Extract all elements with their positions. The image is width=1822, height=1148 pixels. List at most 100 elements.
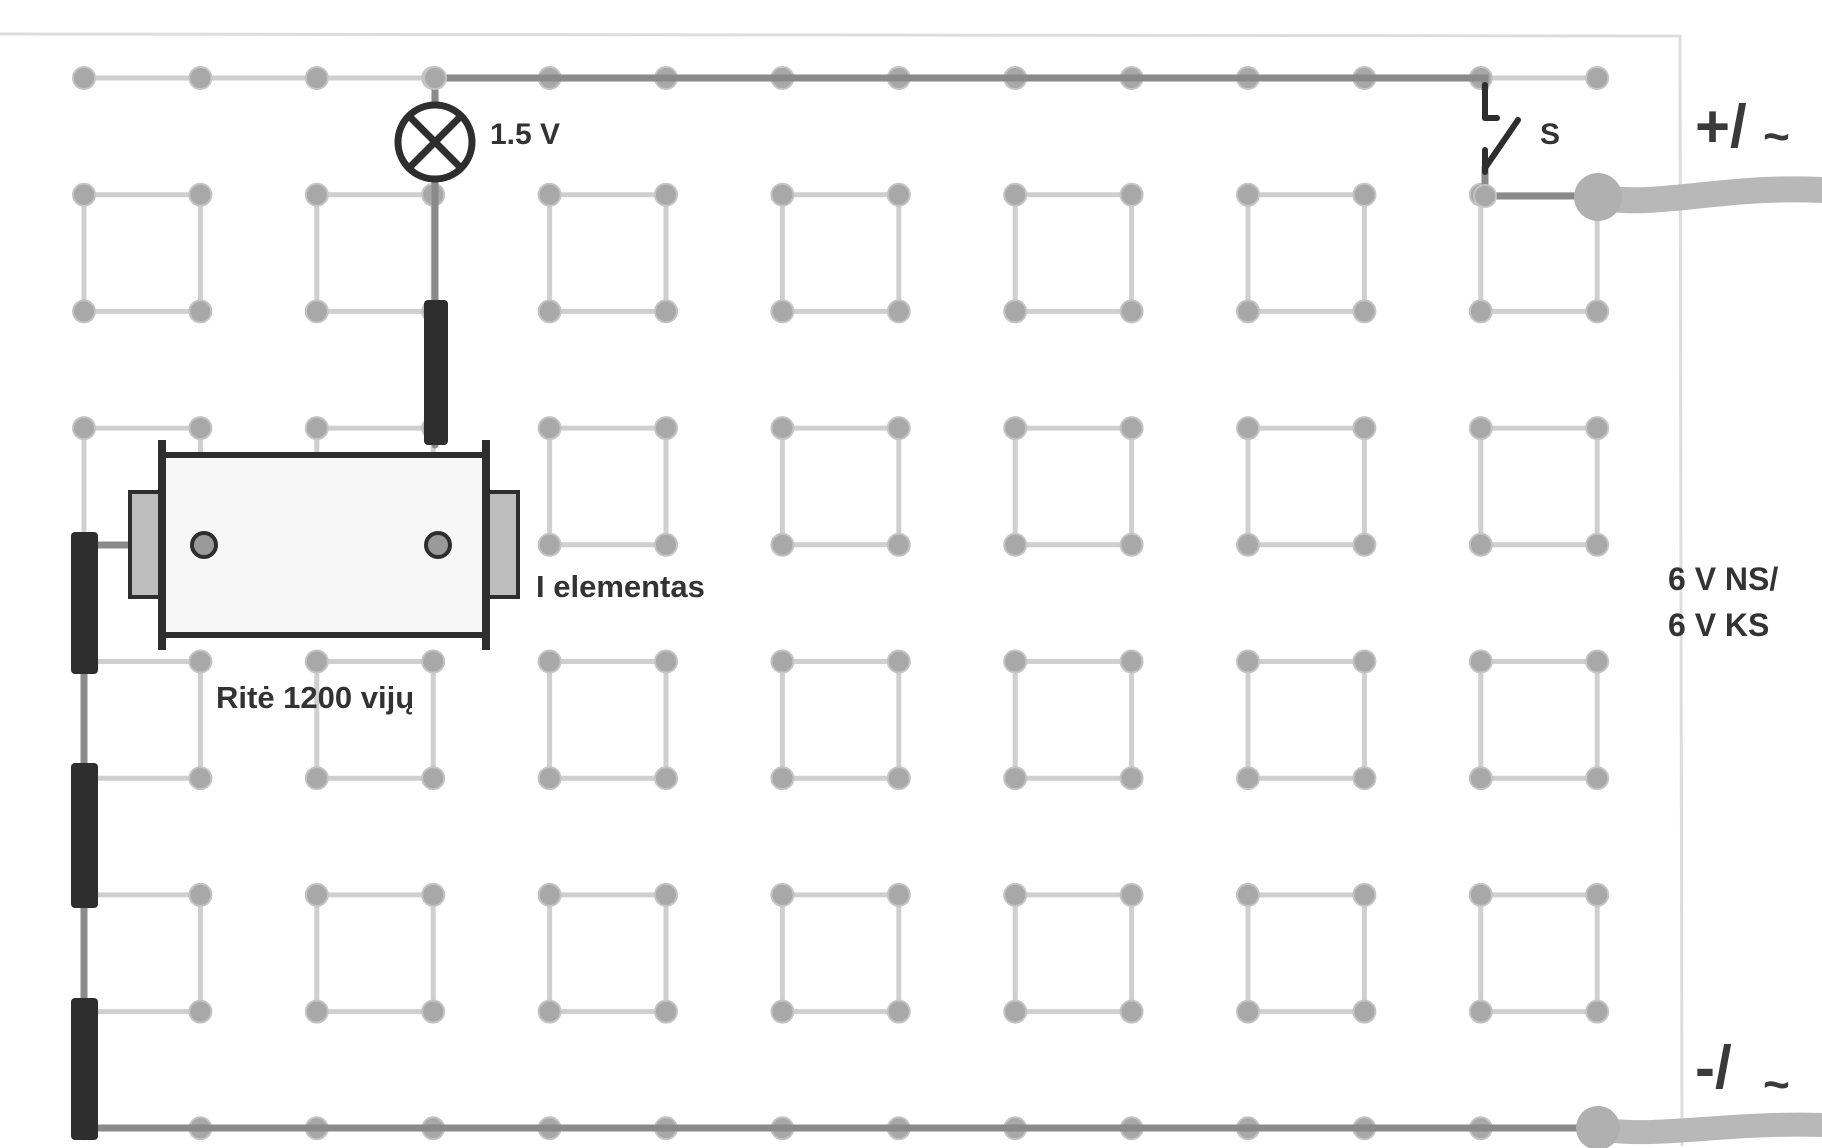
minus-cable — [1583, 1112, 1822, 1145]
plug-socket — [1585, 416, 1610, 441]
plug-socket — [1236, 766, 1260, 791]
plug-socket — [654, 182, 678, 207]
plug-socket — [1003, 416, 1028, 441]
plug-socket — [1585, 999, 1610, 1024]
plug-socket — [1468, 532, 1493, 557]
plug-socket — [1473, 184, 1497, 208]
plug-socket — [537, 182, 562, 207]
plug-socket — [1352, 766, 1377, 791]
plug-socket — [1352, 999, 1377, 1024]
plug-socket — [886, 882, 911, 907]
plug-socket — [304, 66, 329, 90]
plug-socket — [1352, 882, 1377, 907]
plug-socket — [537, 299, 562, 324]
wire-nodes — [423, 66, 1497, 208]
plug-socket — [770, 766, 795, 791]
plug-socket — [421, 649, 446, 674]
plug-socket — [1236, 416, 1260, 441]
plug-socket — [188, 299, 213, 324]
plug-connector — [71, 763, 98, 908]
plug-socket — [188, 416, 213, 441]
plug-socket — [886, 532, 911, 557]
switch-symbol — [1482, 82, 1521, 175]
plug-socket — [654, 649, 678, 674]
plug-socket — [1119, 416, 1144, 441]
plug-socket — [188, 999, 213, 1024]
plug-socket — [1352, 532, 1377, 557]
plug-socket — [770, 299, 795, 324]
minus-ac-symbol: ~ — [1763, 1058, 1790, 1110]
plug-socket — [770, 416, 795, 441]
plug-socket — [1236, 882, 1260, 907]
plug-socket — [1585, 299, 1610, 324]
plug-socket — [72, 66, 96, 90]
plug-socket — [1352, 416, 1377, 441]
plug-socket — [1119, 882, 1144, 907]
plug-socket — [1468, 766, 1493, 791]
plug-socket — [1119, 532, 1144, 557]
core-label: I elementas — [536, 569, 705, 604]
plug-socket — [1468, 416, 1493, 441]
plug-connector — [71, 532, 98, 674]
plug-socket — [886, 182, 911, 207]
plug-socket — [188, 182, 213, 207]
plug-socket — [1468, 882, 1493, 907]
coil-terminal — [190, 531, 218, 559]
plug-socket — [1468, 649, 1493, 674]
plug-socket — [1352, 649, 1377, 674]
core-end-right — [486, 490, 520, 599]
plug-socket — [304, 299, 329, 324]
plug-socket — [304, 882, 329, 907]
plug-socket — [537, 882, 562, 907]
plug-socket — [304, 766, 329, 791]
plug-socket — [770, 649, 795, 674]
plug-socket — [1585, 66, 1610, 90]
plug-socket — [654, 299, 678, 324]
supply-label-line1: 6 V NS/ — [1668, 561, 1778, 597]
plug-socket — [886, 999, 911, 1024]
plug-socket — [537, 649, 562, 674]
minus-terminal-label: -/ — [1695, 1034, 1732, 1101]
power-cables — [1574, 173, 1822, 1148]
plug-socket — [654, 532, 678, 557]
plug-socket — [72, 182, 96, 207]
plug-socket — [770, 182, 795, 207]
plug-socket — [1352, 182, 1377, 207]
board-outline — [0, 32, 1684, 1147]
plug-socket — [1003, 649, 1028, 674]
plug-socket — [1119, 182, 1144, 207]
coil — [128, 440, 520, 650]
plug-socket — [188, 882, 213, 907]
plug-socket — [1003, 299, 1028, 324]
plus-ac-symbol: ~ — [1763, 110, 1790, 162]
lamp-voltage-label: 1.5 V — [490, 118, 560, 151]
plug-socket — [304, 182, 329, 207]
plus-plug — [1574, 173, 1622, 221]
plug-socket — [1119, 999, 1144, 1024]
plus-terminal-label: +/ — [1695, 93, 1747, 160]
plug-socket — [770, 999, 795, 1024]
plus-cable — [1582, 176, 1822, 214]
plug-connectors — [71, 300, 448, 1140]
plug-socket — [654, 999, 678, 1024]
plug-socket — [1236, 299, 1260, 324]
plug-socket — [1003, 532, 1028, 557]
plug-socket — [421, 766, 446, 791]
coil-label: Ritė 1200 vijų — [216, 680, 414, 715]
plug-socket — [1003, 882, 1028, 907]
plug-socket — [1468, 999, 1493, 1024]
plug-socket — [1003, 182, 1028, 207]
plug-socket — [770, 882, 795, 907]
plug-socket — [886, 649, 911, 674]
plug-socket — [1585, 649, 1610, 674]
plug-socket — [886, 766, 911, 791]
switch-blade — [1482, 117, 1521, 171]
plug-connector — [424, 300, 448, 445]
plug-socket — [1119, 649, 1144, 674]
plug-socket — [537, 766, 562, 791]
plug-socket — [304, 999, 329, 1024]
lamp-cross — [406, 113, 464, 171]
plug-socket — [1236, 649, 1260, 674]
plug-socket — [304, 649, 329, 674]
